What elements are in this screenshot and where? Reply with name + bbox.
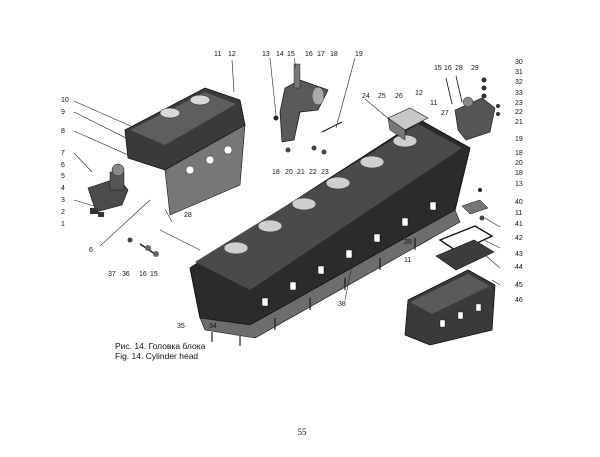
callout: 24: [362, 93, 370, 100]
callout: 3: [61, 197, 65, 204]
callout: 13: [262, 51, 270, 58]
callout: 11: [515, 210, 522, 217]
callout: 39: [404, 239, 412, 246]
callout: 42: [515, 235, 523, 242]
callout: 32: [515, 79, 523, 86]
small-parts-lower-left: [127, 237, 159, 257]
cover-plate: [387, 107, 429, 141]
callout: 21: [515, 119, 523, 126]
callout: 41: [515, 221, 523, 228]
callout: 18: [330, 51, 338, 58]
callout: 22: [515, 109, 523, 116]
callout: 28: [184, 212, 192, 219]
callout: 43: [515, 251, 523, 258]
callout: 20: [285, 169, 293, 176]
callout: 36: [122, 271, 130, 278]
callout: 21: [297, 169, 305, 176]
callout: 14: [276, 51, 284, 58]
callout: 7: [61, 150, 65, 157]
callout: 45: [515, 282, 523, 289]
figure-caption-ru: Рис. 14. Головка блока: [115, 341, 206, 351]
callout: 15: [434, 65, 442, 72]
callout: 10: [61, 97, 69, 104]
callout: 18: [515, 150, 523, 157]
callout: 2: [61, 209, 65, 216]
callout: 23: [321, 169, 329, 176]
callout: 25: [378, 93, 386, 100]
callout: 6: [61, 162, 65, 169]
callout: 44: [515, 264, 523, 271]
cylinder-head-main: [189, 119, 471, 346]
callout: 15: [287, 51, 295, 58]
callout: 19: [515, 136, 523, 143]
leader-lines: [73, 57, 501, 321]
callout: 27: [441, 110, 449, 117]
side-cover-gaskets: [435, 188, 495, 271]
callout: 12: [415, 90, 423, 97]
callout-labels: 1 2 3 4 5 6 7 8 9 10 11 12 13 14 15 16 1…: [61, 51, 523, 330]
rocker-cover: [124, 87, 246, 216]
callout: 17: [317, 51, 325, 58]
callout: 26: [395, 93, 403, 100]
callout: 19: [355, 51, 363, 58]
callout: 1: [61, 221, 65, 228]
callout: 28: [455, 65, 463, 72]
callout: 15: [150, 271, 158, 278]
callout: 11: [404, 257, 411, 264]
callout: 33: [515, 90, 523, 97]
callout: 38: [338, 301, 346, 308]
callout: 16: [139, 271, 147, 278]
callout: 4: [61, 185, 65, 192]
callout: 20: [515, 160, 523, 167]
callout: 12: [228, 51, 236, 58]
callout: 35: [177, 323, 185, 330]
callout: 9: [61, 109, 65, 116]
callout: 40: [515, 199, 523, 206]
callout: 34: [209, 323, 217, 330]
water-outlet-housing: [273, 63, 343, 155]
callout: 22: [309, 169, 317, 176]
callout: 16: [305, 51, 313, 58]
callout: 46: [515, 297, 523, 304]
callout: 30: [515, 59, 523, 66]
callout: 23: [515, 100, 523, 107]
callout: 29: [471, 65, 479, 72]
cylinder-head-section: [404, 269, 496, 346]
figure-caption-en: Fig. 14. Cylinder head: [115, 351, 199, 361]
callout: 37: [108, 271, 116, 278]
rocker-arm-assembly: [87, 163, 129, 217]
callout: 11: [214, 51, 221, 58]
callout: 8: [61, 128, 65, 135]
callout: 5: [61, 173, 65, 180]
bracket-assembly: [445, 75, 500, 141]
callout: 6: [89, 247, 93, 254]
page-number: 55: [297, 427, 307, 437]
callout: 18: [515, 170, 523, 177]
callout: 31: [515, 69, 523, 76]
callout: 11: [430, 100, 437, 107]
callout: 16: [444, 65, 452, 72]
callout: 18: [272, 169, 280, 176]
callout: 13: [515, 181, 523, 188]
